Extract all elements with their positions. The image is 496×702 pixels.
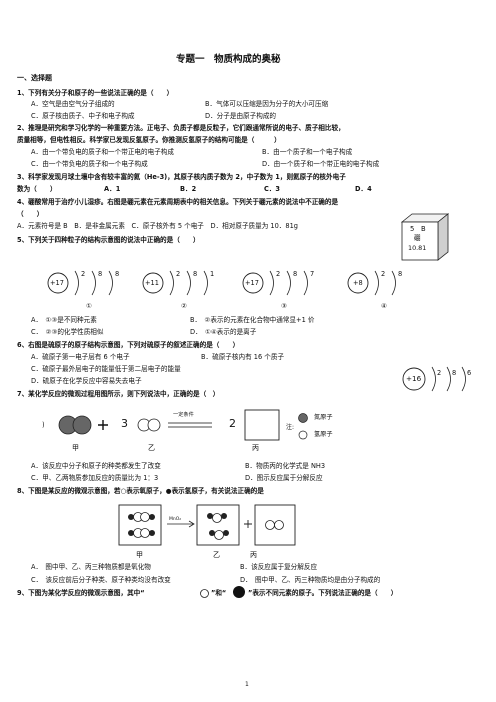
tile-atomic-number: 5 [410, 225, 415, 233]
q7-coef-3: 3 [121, 417, 128, 430]
q8-label-bing: 丙 [250, 551, 257, 559]
q5-option-d: D． ①④表示的是离子 [190, 328, 257, 336]
q2-line2: 质量相等，但电性相反。科学家已发现反氢原子。你推测反氢原子的结构可能是（ ） [17, 136, 281, 144]
q4-line2: （ ） [17, 210, 44, 218]
q2-option-c: C．由一个带负电的质子和一个电子构成 [31, 160, 148, 168]
q3-option-d: D．4 [355, 185, 372, 193]
q1-stem: 1、下列有关分子和原子的一些说法正确的是（ ） [17, 89, 174, 97]
q6-stem: 6、右图是硫原子的原子结构示意图，下列对硫原子的叙述正确的是（ ） [17, 341, 240, 349]
q3-line1: 3、科学家发现月球土壤中含有较丰富的氦（He-3)，其原子核内质子数为 2，中子… [17, 173, 346, 181]
q7-label-jia: 甲 [72, 444, 79, 452]
q4-line1: 4、硼酸常用于治疗小儿湿疹。右图是硼元素在元素周期表中的相关信息。下列关于硼元素… [17, 198, 339, 206]
q7-option-c: C．甲、乙两物质参加反应的质量比为 1：3 [31, 474, 159, 482]
q3-option-c: C．3 [264, 185, 281, 193]
q5-option-b: B． ②表示的元素在化合物中通常显+1 价 [190, 316, 315, 324]
q6-option-b: B．硫原子核内有 16 个质子 [201, 353, 285, 361]
q2-option-a: A．由一个带负电的质子和一个带正电的电子构成 [31, 148, 174, 156]
q8-label-jia: 甲 [136, 551, 143, 559]
q4-options: A．元素符号是 B B．是非金属元素 C．原子核外有 5 个电子 D．相对原子质… [17, 222, 298, 230]
svg-text:MnO₂: MnO₂ [169, 516, 181, 522]
q8-label-yi: 乙 [213, 551, 220, 559]
q6-option-c: C．硫原子最外层电子的能量低于第二层电子的能量 [31, 365, 181, 373]
page-number: 1 [245, 681, 249, 688]
q6-option-d: D．硫原子在化学反应中容易失去电子 [31, 377, 142, 385]
q7-label-yi: 乙 [148, 444, 155, 452]
q7-legend-hydrogen: 氢原子 [314, 431, 333, 438]
q5-option-a: A． ①③是不同种元素 [31, 316, 97, 324]
q7-legend-nitrogen: 氮原子 [314, 414, 333, 421]
tile-name: 硼 [414, 234, 421, 242]
q1-option-c: C．原子核由质子、中子和电子构成 [31, 112, 135, 120]
q8-stem: 8、下图是某反应的微观示意图，若○表示氧原子，●表示氢原子，有关说法正确的是 [17, 487, 264, 495]
q2-option-b: B．由一个质子和一个电子构成 [262, 148, 353, 156]
section-heading: 一、选择题 [17, 74, 52, 82]
q2-line1: 2、推理是研究和学习化学的一种重要方法。正电子、负质子都是反粒子，它们跟通常所说… [17, 124, 345, 132]
q8-option-a: A． 图中甲、乙、丙三种物质都是氧化物 [31, 563, 151, 571]
q7-coef-product: 2 [229, 417, 236, 430]
q7-label-bing: 丙 [252, 444, 259, 452]
q8-option-b: B．该反应属于复分解反应 [240, 563, 318, 571]
q6-option-a: A．硫原子第一电子层有 6 个电子 [31, 353, 130, 361]
tile-symbol: B [421, 225, 426, 233]
q9-stem-suffix: ”表示不同元素的原子。下列说法正确的是（ ） [248, 589, 398, 597]
q3-option-b: B．2 [180, 185, 197, 193]
q7-option-a: A．该反应中分子和原子的种类都发生了改变 [31, 462, 161, 470]
q8-option-c: C． 该反应前后分子种类、原子种类均没有改变 [31, 576, 171, 584]
q7-option-d: D．图示反应属于分解反应 [245, 474, 323, 482]
q7-option-b: B．物质丙的化学式是 NH3 [245, 462, 326, 470]
q1-option-b: B．气体可以压缩是因为分子的大小可压缩 [205, 100, 329, 108]
page-title: 专题一 物质构成的奥秘 [176, 54, 281, 65]
q2-option-d: D．由一个质子和一个带正电的电子构成 [262, 160, 380, 168]
q5-stem: 5、下列关于四种粒子的结构示意图的说法中正确的是（ ） [17, 236, 200, 244]
q3-option-a: A．1 [104, 185, 121, 193]
white-atom-icon [200, 589, 209, 598]
q7-condition: 一定条件 [173, 412, 194, 418]
q9-stem-mid: ”和“ [211, 589, 227, 597]
q8-option-d: D． 图中甲、乙、丙三种物质均是由分子构成的 [240, 576, 381, 584]
q7-paren: ) [42, 421, 45, 429]
q7-legend-note: 注: [286, 424, 295, 431]
q5-option-c: C． ②③的化学性质相似 [31, 328, 104, 336]
q1-option-d: D．分子是由原子构成的 [205, 112, 277, 120]
black-atom-icon [233, 586, 245, 598]
boron-element-tile [400, 213, 450, 261]
q7-stem: 7、某化学反应的微观过程用图所示，则下列说法中，正确的是（ ） [17, 390, 220, 398]
q1-option-a: A．空气是由空气分子组成的 [31, 100, 115, 108]
q9-stem-prefix: 9、下图为某化学反应的微观示意图，其中“ [17, 589, 145, 597]
tile-atomic-mass: 10.81 [408, 244, 427, 252]
q3-line2: 数为（ ） [17, 185, 57, 193]
